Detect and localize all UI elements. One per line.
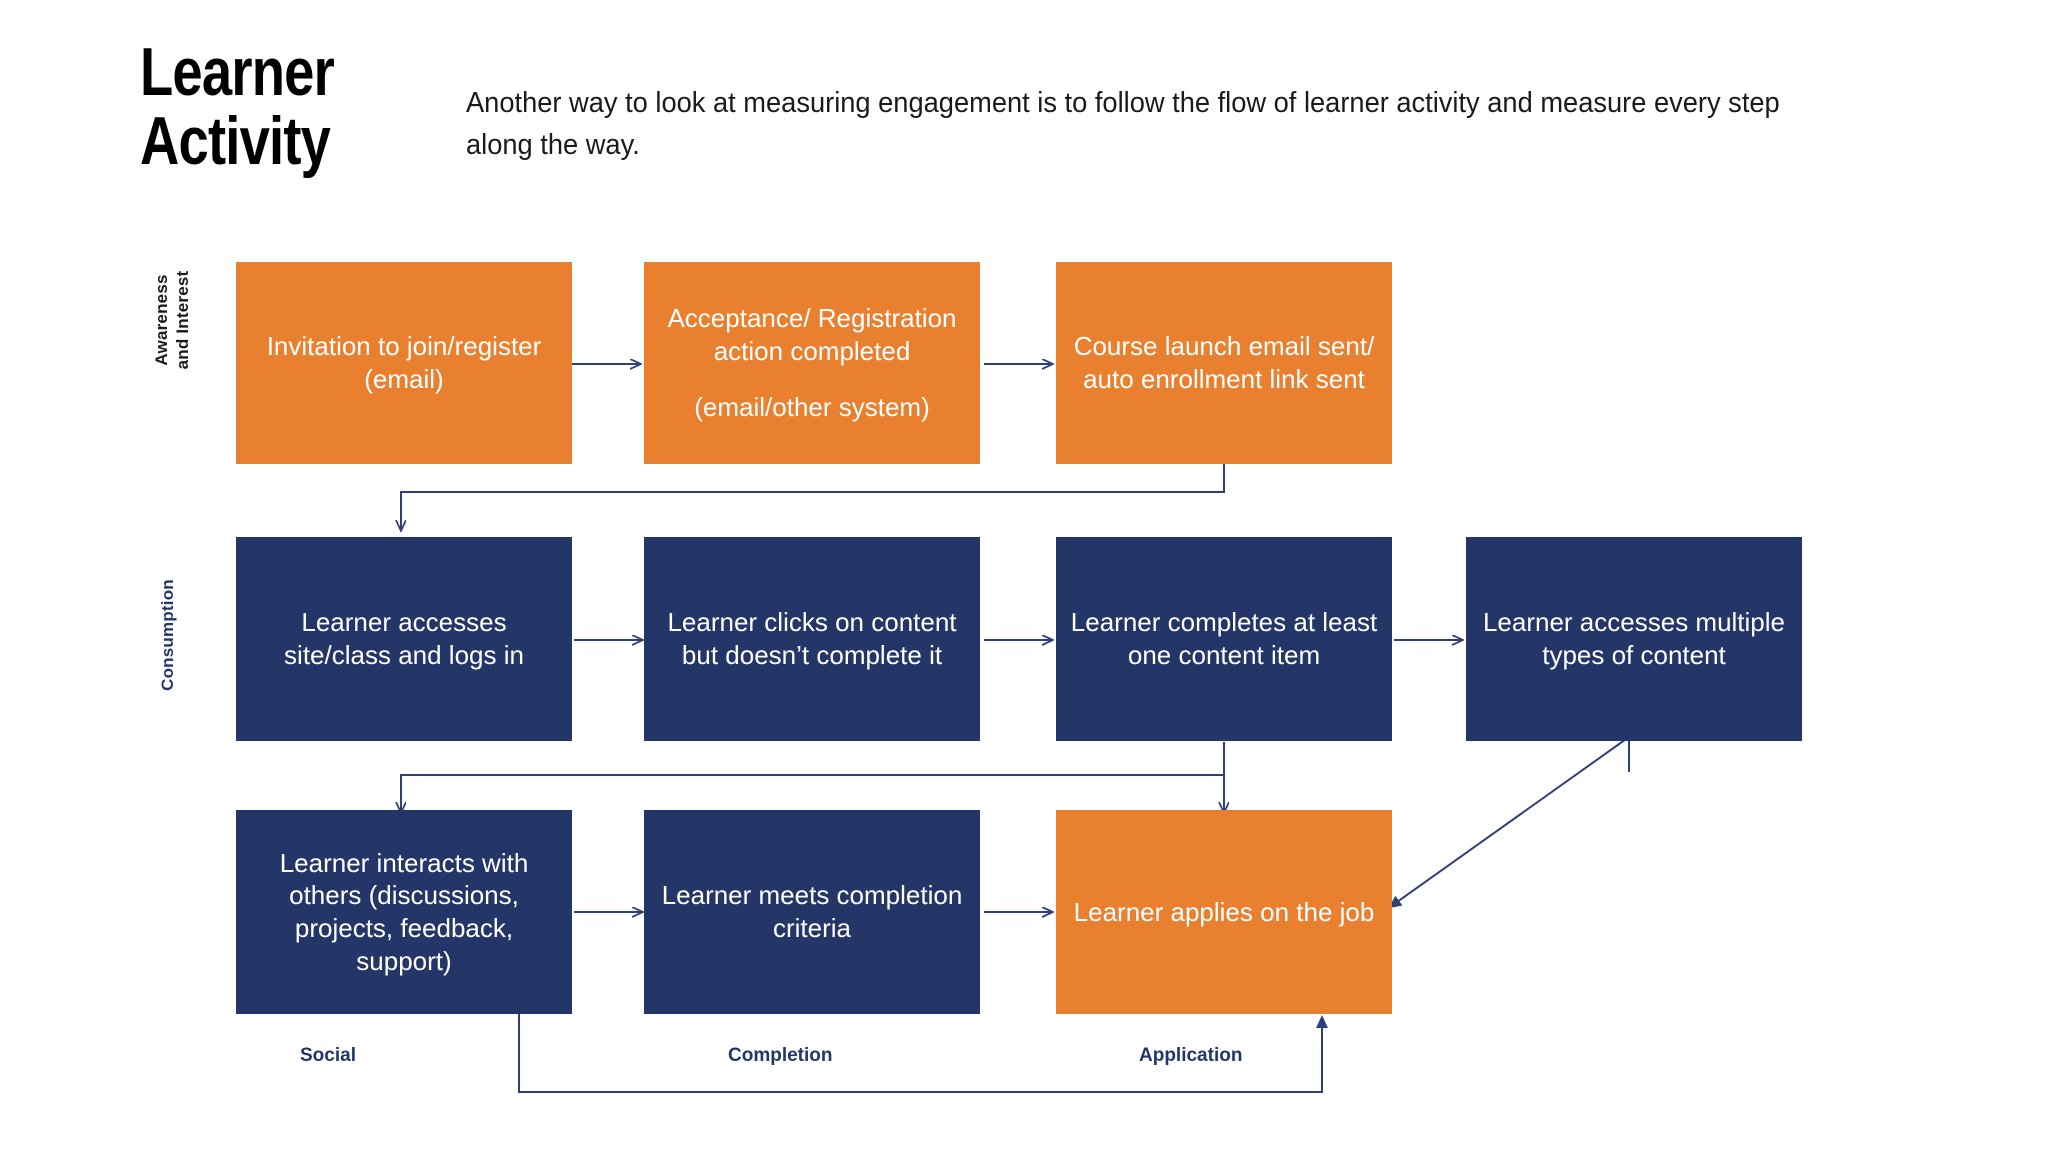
band-label-consumption: Consumption <box>158 579 177 691</box>
box-invitation-line-1: Invitation to join/register (email) <box>266 331 542 394</box>
box-course-launch-line-1: Course launch email sent/ auto enrollmen… <box>1073 331 1375 394</box>
connector-completes-to-interacts <box>401 742 1225 812</box>
stage-label-completion: Completion <box>728 1045 833 1066</box>
box-completion-criteria-line-1: Learner meets completion criteria <box>661 880 963 943</box>
box-acceptance[interactable]: Acceptance/ Registration action complete… <box>644 262 980 464</box>
box-interacts-others[interactable]: Learner interacts with others (discussio… <box>236 810 572 1014</box>
connector-multiple-diagonal-arrow <box>1388 736 1630 909</box>
stage-label-application: Application <box>1139 1045 1243 1066</box>
stage-label-social: Social <box>300 1045 356 1066</box>
box-invitation[interactable]: Invitation to join/register (email) <box>236 262 572 464</box>
box-multiple-types-line-1: Learner accesses multiple types of conte… <box>1482 607 1786 670</box>
page-subtitle: Another way to look at measuring engagem… <box>466 87 1780 162</box>
box-clicks-content[interactable]: Learner clicks on content but doesn’t co… <box>644 537 980 741</box>
box-acceptance-line-1: Acceptance/ Registration action complete… <box>667 302 957 366</box>
band-label-awareness: Awareness and Interest <box>152 270 192 370</box>
box-interacts-others-line-1: Learner interacts with others (discussio… <box>279 847 529 976</box>
page-title: Learner Activity <box>140 34 335 180</box>
box-completion-criteria[interactable]: Learner meets completion criteria <box>644 810 980 1014</box>
box-applies-on-job[interactable]: Learner applies on the job <box>1056 810 1392 1014</box>
box-completes-one-line-1: Learner completes at least one content i… <box>1070 607 1378 670</box>
box-accesses-site[interactable]: Learner accesses site/class and logs in <box>236 537 572 741</box>
box-clicks-content-line-1: Learner clicks on content but doesn’t co… <box>667 607 957 670</box>
box-completes-one[interactable]: Learner completes at least one content i… <box>1056 537 1392 741</box>
box-course-launch[interactable]: Course launch email sent/ auto enrollmen… <box>1056 262 1392 464</box>
box-applies-on-job-line-1: Learner applies on the job <box>1073 896 1375 927</box>
box-acceptance-line-2: (email/other system) <box>694 392 930 423</box>
box-multiple-types[interactable]: Learner accesses multiple types of conte… <box>1466 537 1802 741</box>
box-accesses-site-line-1: Learner accesses site/class and logs in <box>284 607 524 670</box>
connector-launch-to-accesses-site <box>401 463 1225 530</box>
